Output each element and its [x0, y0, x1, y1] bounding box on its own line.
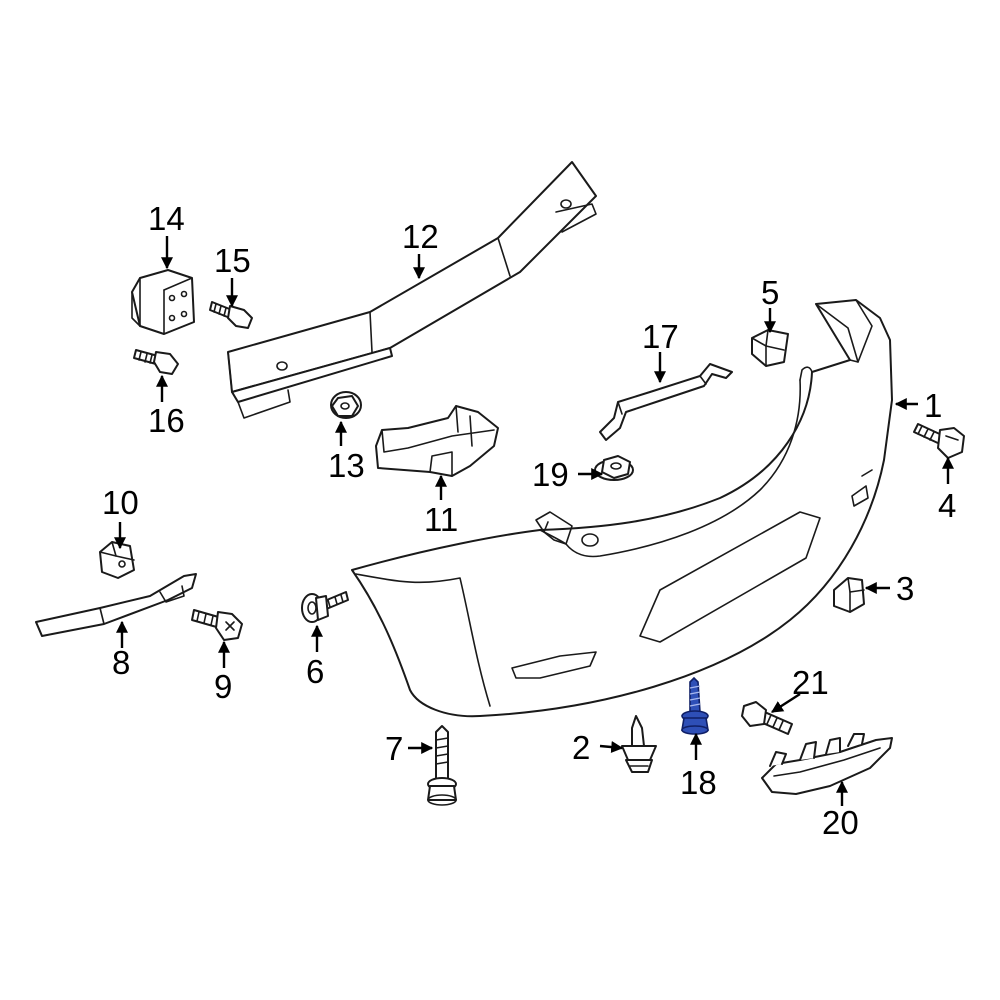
part-20-reflector[interactable]	[761, 733, 893, 795]
leader-2	[599, 741, 624, 753]
leader-lines	[114, 236, 954, 806]
part-8-side-support[interactable]	[35, 573, 197, 637]
part-18-bolt-highlighted[interactable]	[681, 676, 709, 735]
part-5-clip[interactable]	[751, 329, 789, 367]
leader-21	[770, 692, 801, 714]
callout-4: 4	[938, 487, 956, 524]
callout-9: 9	[214, 668, 232, 705]
callout-5: 5	[761, 274, 779, 311]
callout-12: 12	[402, 218, 439, 255]
part-3-clip[interactable]	[833, 577, 865, 613]
callout-16: 16	[148, 402, 185, 439]
callout-10: 10	[102, 484, 139, 521]
part-17-retainer-strip[interactable]	[599, 363, 733, 441]
callout-15: 15	[214, 242, 251, 279]
part-7-bolt[interactable]	[427, 725, 457, 806]
part-19-nut[interactable]	[594, 455, 634, 481]
part-4-bolt[interactable]	[913, 423, 965, 459]
callout-11: 11	[424, 501, 458, 538]
part-13-nut[interactable]	[330, 391, 362, 419]
part-10-clip[interactable]	[99, 541, 135, 579]
callout-14: 14	[148, 200, 185, 237]
callout-7: 7	[385, 730, 403, 767]
callout-2: 2	[572, 729, 590, 766]
callout-17: 17	[642, 318, 679, 355]
callout-3: 3	[896, 570, 914, 607]
part-6-screw[interactable]	[301, 591, 349, 623]
part-9-bolt[interactable]	[191, 609, 243, 641]
part-12-reinforcement-beam[interactable]	[227, 161, 597, 419]
callout-21: 21	[792, 664, 829, 701]
callout-8: 8	[112, 644, 130, 681]
callout-1: 1	[924, 387, 942, 424]
part-16-bolt[interactable]	[133, 349, 179, 375]
part-1-bumper-cover[interactable]	[351, 299, 893, 718]
callout-labels: 1 2 3 4 5 6 7 8 9 10 11 12 13 14 15 16 1…	[102, 200, 956, 841]
callout-18: 18	[680, 764, 717, 801]
part-14-bracket[interactable]	[131, 269, 195, 335]
part-15-bolt[interactable]	[209, 301, 253, 329]
callout-6: 6	[306, 653, 324, 690]
part-2-push-clip[interactable]	[621, 715, 657, 773]
part-11-side-bracket[interactable]	[375, 405, 499, 477]
callout-20: 20	[822, 804, 859, 841]
callout-19: 19	[532, 456, 569, 493]
part-21-bolt[interactable]	[741, 701, 793, 735]
callout-13: 13	[328, 447, 365, 484]
